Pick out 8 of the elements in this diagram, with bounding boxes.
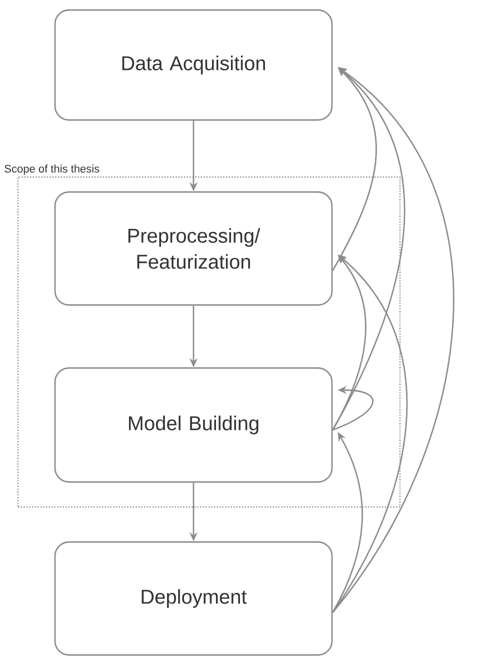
process-box: Deployment [54, 541, 333, 656]
process-box: Data Acquisition [54, 9, 333, 121]
arrow [332, 254, 408, 613]
process-box: Model Building [54, 367, 333, 483]
arrow [332, 67, 454, 613]
arrow [332, 67, 406, 430]
node-label: Scope of this thesis [4, 164, 100, 175]
process-box: Preprocessing/ Featurization [54, 191, 333, 306]
